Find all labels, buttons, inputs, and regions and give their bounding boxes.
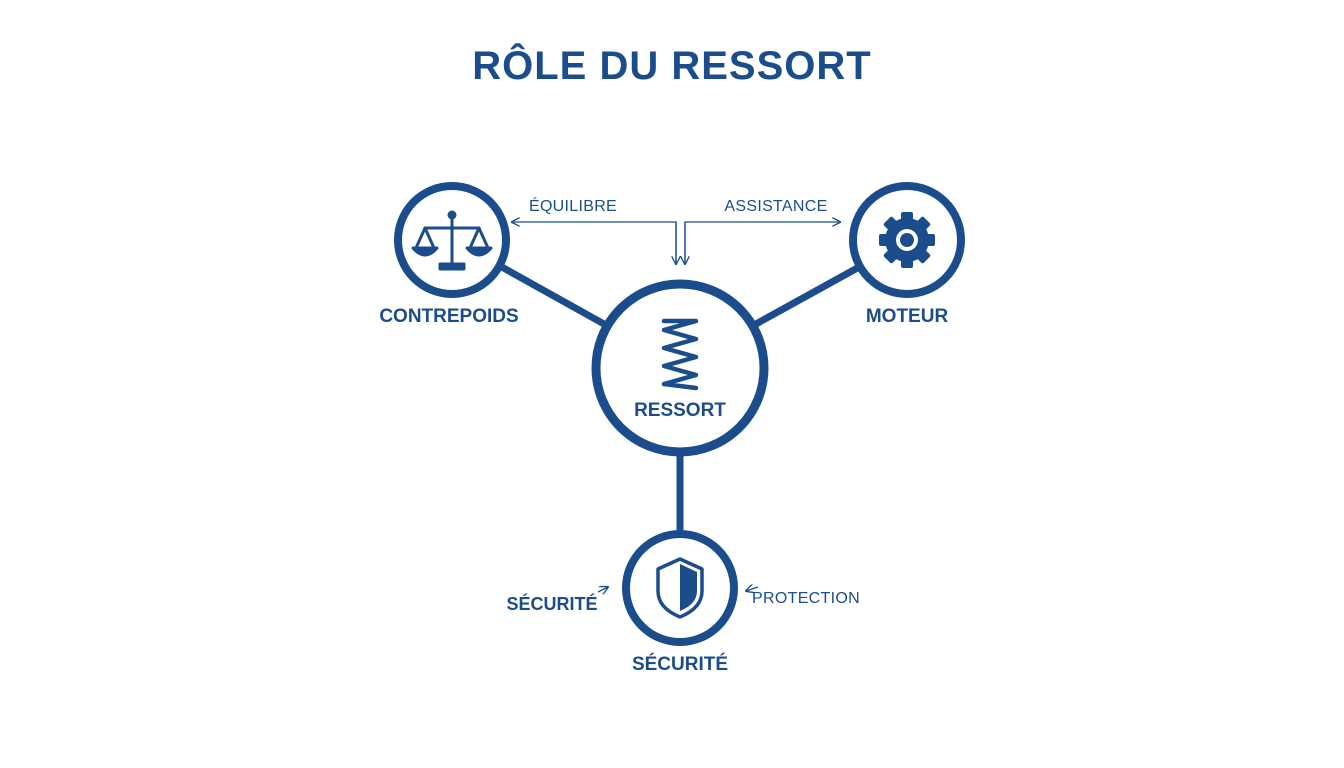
node-securite-label: SÉCURITÉ (631, 654, 729, 675)
shield-icon (656, 557, 704, 619)
node-moteur-label: MOTEUR (865, 306, 949, 327)
node-ressort-circle (591, 279, 769, 457)
node-contrepoids-label: CONTREPOIDS (379, 306, 519, 327)
node-ressort-label: RESSORT (634, 400, 726, 421)
spring-icon (661, 318, 699, 391)
arrow-assistance (685, 222, 840, 264)
arrow-equilibre (512, 222, 676, 264)
connector-left (498, 262, 606, 328)
gear-icon (879, 212, 935, 268)
connector-right (754, 262, 863, 328)
edge-label-securite: SÉCURITÉ (506, 594, 598, 614)
arrow-securite-left (597, 587, 608, 592)
balance-scale-icon (411, 210, 493, 271)
arrow-protection-right (746, 587, 759, 591)
edge-label-assistance: ASSISTANCE (724, 198, 828, 215)
edge-label-equilibre: ÉQUILIBRE (528, 198, 618, 215)
edge-label-protection: PROTECTION (752, 590, 860, 607)
diagram-title: RÔLE DU RESSORT (472, 44, 872, 88)
